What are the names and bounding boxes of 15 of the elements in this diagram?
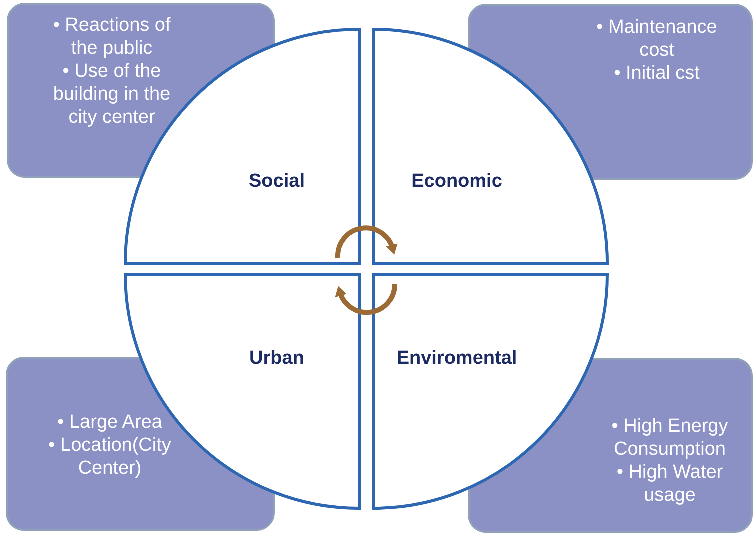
bullet-text: • Reactions of the public xyxy=(52,14,172,60)
bullet-text: • High Energy Consumption xyxy=(610,415,730,461)
bullet-text: • Use of the building in the city center xyxy=(52,60,172,129)
bullet-text: • Large Area xyxy=(56,411,164,434)
bullet-text: • Location(City Center) xyxy=(48,434,172,480)
bullet-text: • Initial cst xyxy=(613,62,701,85)
quadrant-shape xyxy=(372,28,609,265)
curved-arrow xyxy=(336,284,398,316)
bullet-text: • High Water usage xyxy=(616,461,724,507)
bullet-text: • Maintenance cost xyxy=(596,16,718,62)
quadrant-label: Enviromental xyxy=(396,347,518,371)
quadrant-label: Urban xyxy=(248,347,306,371)
quadrant-label: Economic xyxy=(410,170,504,194)
quadrant-shape xyxy=(372,273,609,510)
quadrant-label: Social xyxy=(248,170,306,194)
